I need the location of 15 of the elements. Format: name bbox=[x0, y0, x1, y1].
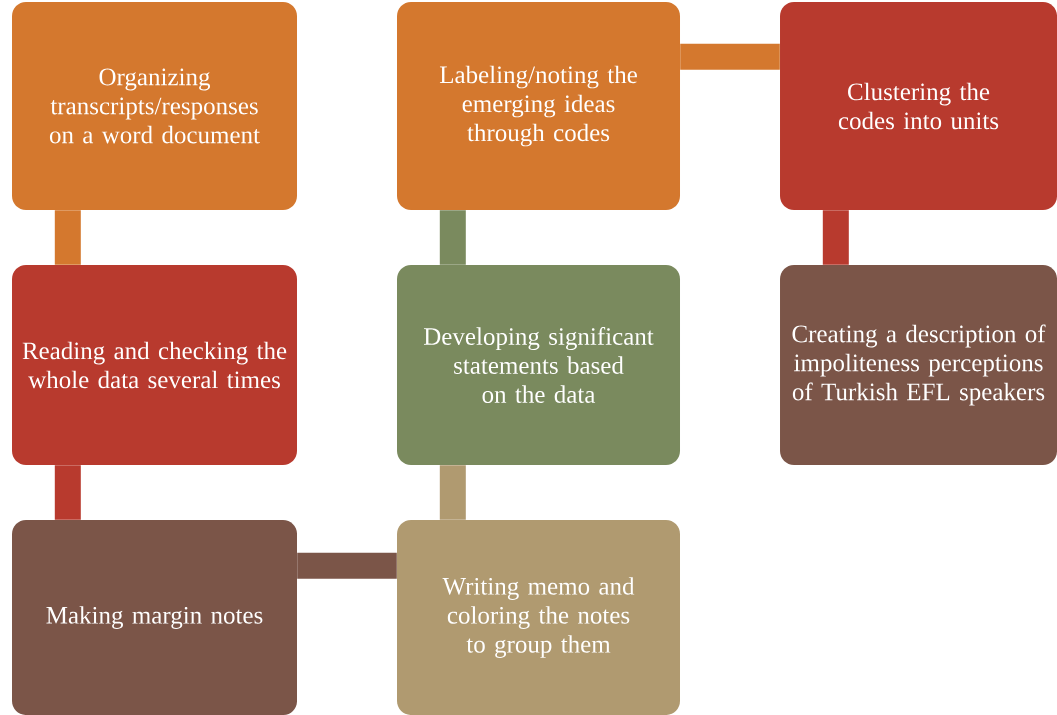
process-box: Reading and checking the whole data several times bbox=[12, 265, 297, 465]
connector-bar bbox=[822, 210, 849, 265]
connector-bar bbox=[439, 210, 466, 265]
connector-bar bbox=[680, 43, 780, 70]
connector-bar bbox=[54, 210, 81, 265]
connector-bar bbox=[439, 465, 466, 520]
connector-bar bbox=[297, 552, 397, 579]
process-box: Clustering the codes into units bbox=[780, 2, 1057, 210]
process-box: Organizing transcripts/responses on a word document bbox=[12, 2, 297, 210]
process-box: Developing significant statements based on the data bbox=[397, 265, 680, 465]
process-box: Creating a description of impoliteness perceptions of Turkish EFL speakers bbox=[780, 265, 1057, 465]
connector-bar bbox=[54, 465, 81, 520]
process-box: Making margin notes bbox=[12, 520, 297, 715]
process-box: Writing memo and coloring the notes to group them bbox=[397, 520, 680, 715]
process-box: Labeling/noting the emerging ideas through codes bbox=[397, 2, 680, 210]
